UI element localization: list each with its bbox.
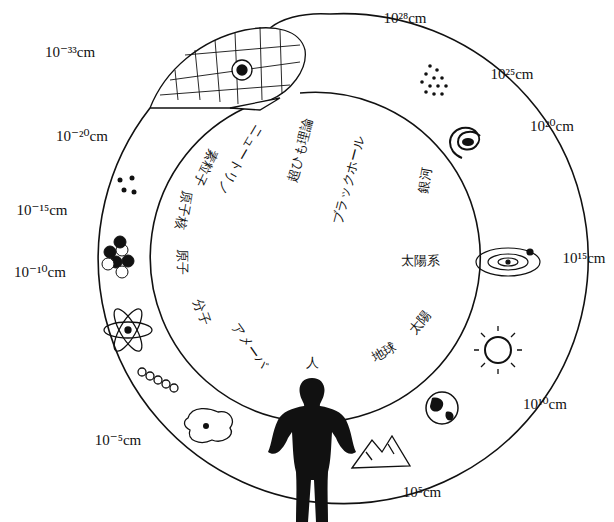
mountain-icon [352, 436, 410, 468]
scale-label: 10⁵cm [403, 485, 442, 500]
scale-label: 10²⁵cm [490, 67, 533, 82]
scale-label: 10²⁰cm [530, 119, 574, 134]
galaxy-icon [450, 128, 480, 158]
scale-name: 分子 [191, 298, 212, 327]
scale-name: 銀河 [416, 166, 433, 194]
earth-icon [426, 392, 458, 424]
quark-dots [118, 176, 137, 195]
inner-ring [150, 92, 480, 422]
scale-name: 超ひも理論 [285, 117, 314, 183]
scale-name: 地球 [369, 340, 398, 364]
molecule-chain [138, 368, 178, 392]
scale-label: 10²⁸cm [383, 11, 426, 26]
scale-name: 太陽 [407, 308, 434, 336]
cluster-dots [420, 64, 448, 96]
sun-icon [474, 326, 522, 374]
scale-name: 原子 [176, 249, 189, 275]
scale-name: 素粒子 [192, 148, 220, 189]
person-silhouette [268, 378, 356, 522]
scale-label: 10⁻¹⁰cm [14, 265, 66, 280]
solar-system-icon [476, 248, 540, 276]
scale-name: ブラックホール [330, 134, 366, 225]
tail [270, 14, 330, 28]
amoeba-icon [185, 409, 233, 443]
snake-head [150, 27, 305, 110]
scale-label: 10⁻¹⁵cm [17, 203, 68, 218]
scale-name: 人 [306, 356, 319, 369]
scale-label: 10⁻³³cm [45, 45, 95, 60]
scale-label: 10¹⁵cm [562, 251, 605, 266]
scale-name: ニュートリノ [215, 123, 265, 197]
scale-label: 10¹⁰cm [523, 397, 567, 412]
scale-label: 10⁻⁵cm [95, 433, 141, 448]
scale-name: 原子核 [174, 190, 194, 231]
scale-label: 10⁻²⁰cm [56, 129, 108, 144]
scale-name: 太陽系 [401, 254, 440, 267]
scale-name: アメーバ [230, 321, 270, 371]
nucleus-icon [102, 236, 134, 278]
atom-icon [104, 305, 152, 355]
